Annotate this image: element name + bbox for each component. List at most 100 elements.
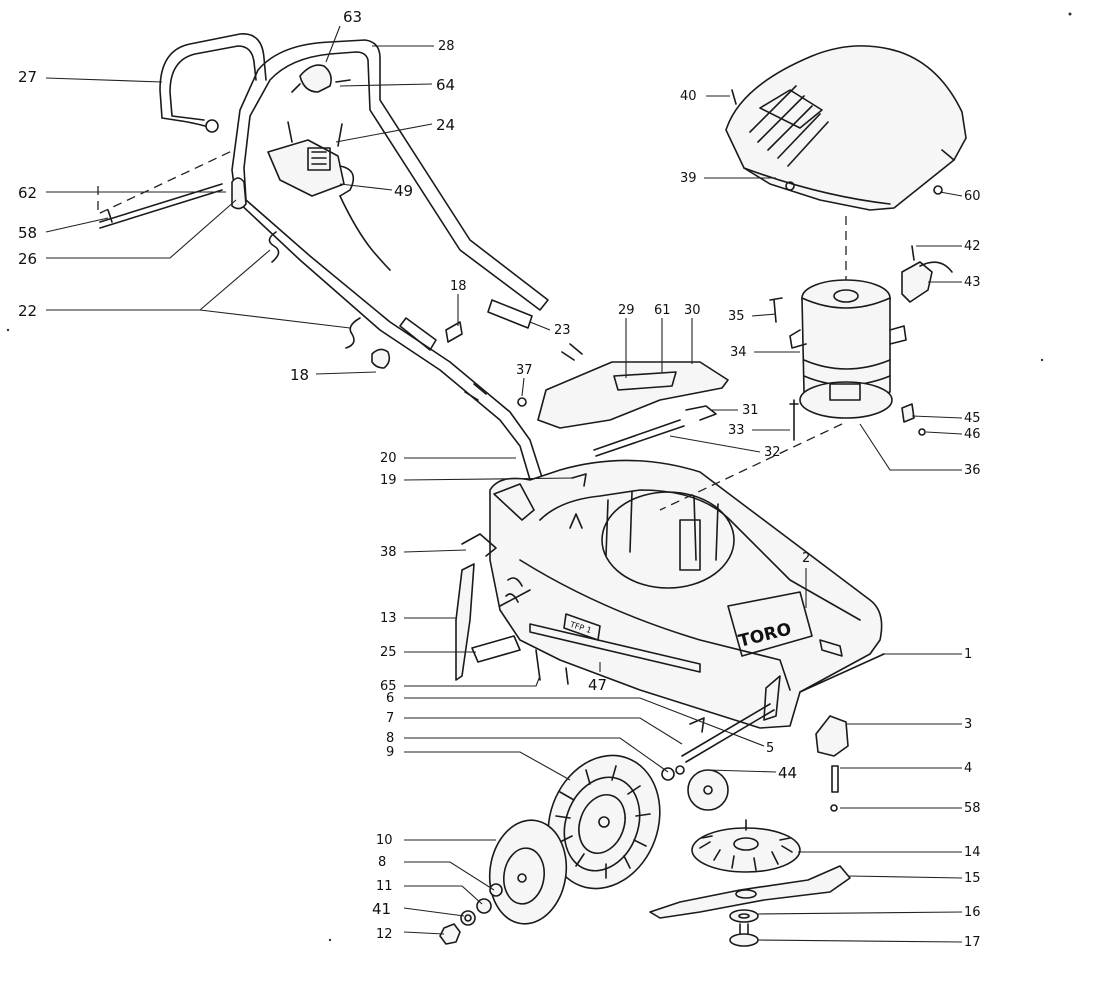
cross-rod <box>99 183 223 229</box>
hub-cap <box>488 819 568 925</box>
callout-18-upper: 18 <box>450 279 467 294</box>
callout-58-left: 58 <box>18 224 37 242</box>
callout-30: 30 <box>684 303 701 318</box>
wheel-flat-washer-hole <box>464 914 472 922</box>
lever-knob <box>461 533 497 557</box>
leader-6-5 <box>404 697 765 747</box>
motor-connector <box>901 261 933 303</box>
callout-3: 3 <box>964 717 972 732</box>
blade-washer <box>729 909 759 923</box>
switch-grip-lines <box>311 151 327 165</box>
wheel-washer <box>489 883 503 897</box>
bail-lever <box>159 33 267 127</box>
callout-47: 47 <box>588 676 607 694</box>
callout-36: 36 <box>964 463 981 478</box>
deck-front-lip <box>799 639 885 693</box>
scan-noise <box>6 12 1072 942</box>
callout-4: 4 <box>964 761 972 776</box>
power-cable <box>339 195 391 271</box>
callout-62: 62 <box>18 184 37 202</box>
motor-cover <box>725 45 967 211</box>
callout-63: 63 <box>343 8 362 26</box>
cover-base-edge <box>743 149 955 205</box>
callout-34: 34 <box>730 345 747 360</box>
callout-13: 13 <box>380 611 397 626</box>
clip-screw <box>107 209 113 223</box>
wheel-nut <box>439 923 461 945</box>
rear-vent <box>499 577 531 607</box>
callout-6: 6 <box>386 691 394 706</box>
callout-11: 11 <box>376 879 393 894</box>
axle-washer <box>661 767 675 781</box>
leader-12 <box>403 931 445 935</box>
axle-spacer <box>675 765 685 775</box>
chute-pin <box>517 397 527 407</box>
callout-58-right: 58 <box>964 801 981 816</box>
cable-hook-lower <box>345 317 361 349</box>
callout-35: 35 <box>728 309 745 324</box>
motor-clamp-screw <box>918 428 926 436</box>
logo-plate <box>727 591 813 657</box>
switch-cover <box>339 165 355 197</box>
leader-9 <box>404 751 571 781</box>
callout-25: 25 <box>380 645 397 660</box>
cover-vent-slots <box>749 85 829 167</box>
callout-39: 39 <box>680 171 697 186</box>
leader-15 <box>847 875 963 879</box>
deck-side-contour <box>519 559 791 691</box>
lever-pins <box>535 649 569 685</box>
leader-19 <box>403 477 575 481</box>
callout-27: 27 <box>18 68 37 86</box>
callout-18-lower: 18 <box>290 366 309 384</box>
callout-42: 42 <box>964 239 981 254</box>
leader-37 <box>521 377 525 397</box>
blade-assembly <box>649 819 851 947</box>
callout-28: 28 <box>438 39 455 54</box>
callout-8-lower: 8 <box>378 855 386 870</box>
axle-clip <box>689 717 705 733</box>
leader-63 <box>325 25 341 63</box>
callout-17: 17 <box>964 935 981 950</box>
leader-41 <box>403 907 465 917</box>
callout-38: 38 <box>380 545 397 560</box>
handle-assembly <box>97 33 583 523</box>
callout-2: 2 <box>802 551 810 566</box>
callout-49: 49 <box>394 182 413 200</box>
leader-49 <box>339 183 393 191</box>
cable-grip-screw <box>291 79 351 93</box>
leader-23 <box>529 321 551 331</box>
handle-clamp <box>399 317 437 351</box>
rear-wheel-rim <box>563 776 641 872</box>
callout-60: 60 <box>964 189 981 204</box>
leader-8-lower <box>404 861 495 891</box>
motor-top-screw <box>911 245 915 261</box>
callout-46: 46 <box>964 427 981 442</box>
leader-16 <box>757 911 963 915</box>
motor-opening <box>601 491 735 589</box>
chute-spring <box>685 405 717 421</box>
leader-lines <box>45 25 963 943</box>
hub-plate-center <box>703 785 713 795</box>
blade-bolt-head <box>729 933 759 947</box>
deck-bracket <box>571 473 587 487</box>
callout-1: 1 <box>964 647 972 662</box>
leader-44 <box>707 769 777 773</box>
leader-65 <box>404 675 541 687</box>
motor-opening-tab <box>679 519 701 571</box>
leader-8 <box>404 737 669 773</box>
callout-26: 26 <box>18 250 37 268</box>
callout-43: 43 <box>964 275 981 290</box>
hub-cap-boss <box>503 847 545 905</box>
leader-18-lower <box>315 371 377 375</box>
handle-bolt <box>445 321 463 343</box>
callout-65: 65 <box>380 679 397 694</box>
callout-61: 61 <box>654 303 671 318</box>
callout-45: 45 <box>964 411 981 426</box>
clip-guide-line <box>97 149 235 216</box>
blade-hole <box>735 889 757 899</box>
front-bracket-assembly <box>815 715 849 812</box>
callout-12: 12 <box>376 927 393 942</box>
handle-bracket <box>487 299 533 329</box>
handle-break-marks <box>464 343 583 401</box>
